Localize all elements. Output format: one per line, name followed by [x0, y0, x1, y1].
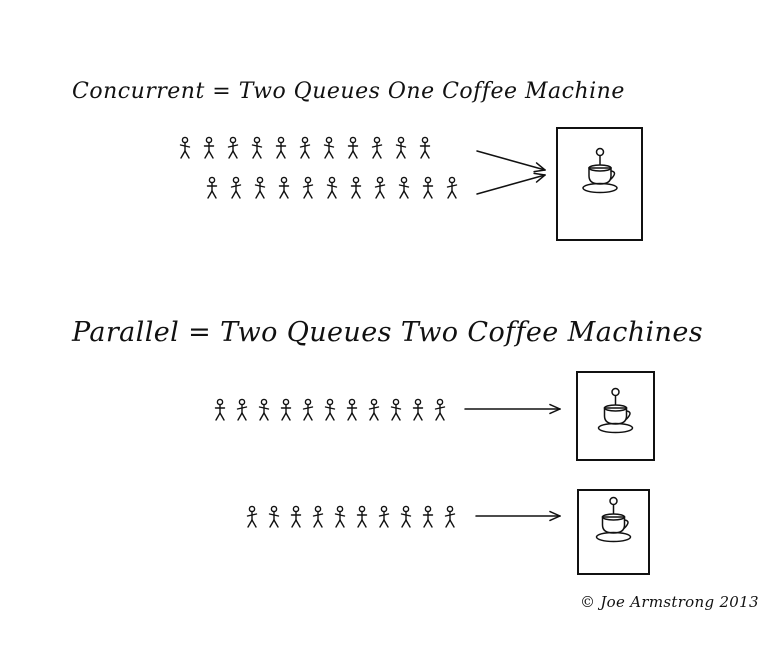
stick-figure-icon: [275, 136, 287, 159]
coffee-machine: [576, 371, 655, 461]
coffee-cup-icon: [582, 147, 618, 194]
stick-figure-icon: [419, 136, 431, 159]
arrow-icon: [476, 150, 546, 173]
stick-figure-icon: [346, 398, 358, 421]
stick-figure-icon: [302, 398, 314, 421]
stick-figure-icon: [368, 398, 380, 421]
stick-figure-icon: [324, 398, 336, 421]
stick-figure-icon: [312, 505, 324, 528]
parallel-title: Parallel = Two Queues Two Coffee Machine…: [72, 317, 703, 348]
stick-figure-icon: [434, 398, 446, 421]
coffee-cup-icon: [597, 387, 634, 434]
stick-figure-icon: [390, 398, 402, 421]
stick-figure-icon: [230, 176, 242, 199]
stick-figure-icon: [227, 136, 239, 159]
credit-text: © Joe Armstrong 2013: [580, 593, 759, 611]
stick-figure-icon: [236, 398, 248, 421]
stick-figure-icon: [268, 505, 280, 528]
parallel-queue-2: [246, 505, 456, 528]
stick-figure-icon: [179, 136, 191, 159]
stick-figure-icon: [280, 398, 292, 421]
stick-figure-icon: [254, 176, 266, 199]
stick-figure-icon: [323, 136, 335, 159]
stick-figure-icon: [334, 505, 346, 528]
stick-figure-icon: [422, 176, 434, 199]
stick-figure-icon: [299, 136, 311, 159]
stick-figure-icon: [350, 176, 362, 199]
stick-figure-icon: [246, 505, 258, 528]
stick-figure-icon: [446, 176, 458, 199]
coffee-cup-icon: [595, 496, 632, 543]
concurrent-title: Concurrent = Two Queues One Coffee Machi…: [72, 79, 625, 104]
stick-figure-icon: [374, 176, 386, 199]
stick-figure-icon: [378, 505, 390, 528]
stick-figure-icon: [412, 398, 424, 421]
stick-figure-icon: [251, 136, 263, 159]
stick-figure-icon: [356, 505, 368, 528]
queues-layer: [179, 136, 458, 528]
arrow-icon: [464, 403, 561, 415]
stick-figure-icon: [203, 136, 215, 159]
stick-figure-icon: [395, 136, 407, 159]
parallel-queue-1: [214, 398, 446, 421]
coffee-machine: [577, 489, 650, 575]
arrows-layer: [464, 150, 561, 522]
stick-figure-icon: [400, 505, 412, 528]
stick-figure-icon: [258, 398, 270, 421]
coffee-machine: [556, 127, 643, 241]
stick-figure-icon: [290, 505, 302, 528]
arrow-icon: [475, 510, 561, 522]
machines-layer: [556, 127, 655, 575]
arrow-icon: [476, 172, 546, 195]
stick-figure-icon: [444, 505, 456, 528]
stick-figure-icon: [206, 176, 218, 199]
stick-figure-icon: [371, 136, 383, 159]
stick-figure-icon: [302, 176, 314, 199]
stick-figure-icon: [326, 176, 338, 199]
concurrent-queue-1: [179, 136, 431, 159]
stick-figure-icon: [214, 398, 226, 421]
stick-figure-icon: [422, 505, 434, 528]
concurrent-queue-2: [206, 176, 458, 199]
stick-figure-icon: [347, 136, 359, 159]
stick-figure-icon: [278, 176, 290, 199]
stick-figure-icon: [398, 176, 410, 199]
